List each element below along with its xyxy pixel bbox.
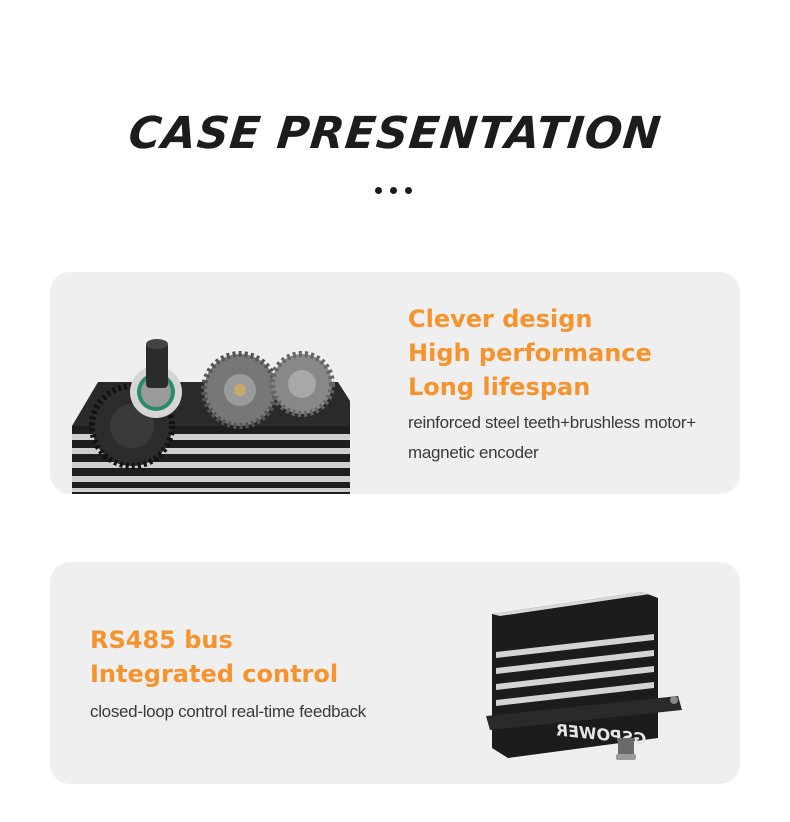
servo-gearbox-image xyxy=(72,339,350,494)
servo-motor-image: GSPOWER xyxy=(486,592,682,760)
page-title: CASE PRESENTATION xyxy=(126,108,664,159)
headline-integrated-control: Integrated control xyxy=(90,660,339,688)
headline-rs485-bus: RS485 bus xyxy=(90,626,233,654)
feature-card-control: RS485 bus Integrated control closed-loop… xyxy=(50,562,740,784)
card-1-text: Clever design High performance Long life… xyxy=(408,302,728,468)
card-1-description: reinforced steel teeth+brushless motor+ … xyxy=(408,413,696,462)
card-2-description: closed-loop control real-time feedback xyxy=(90,702,366,721)
card-2-text: RS485 bus Integrated control closed-loop… xyxy=(90,623,366,727)
feature-card-design: Clever design High performance Long life… xyxy=(50,272,740,494)
headline-high-performance: High performance xyxy=(408,339,652,367)
title-dots-divider xyxy=(375,187,412,194)
headline-long-lifespan: Long lifespan xyxy=(408,373,591,401)
headline-clever-design: Clever design xyxy=(408,305,593,333)
